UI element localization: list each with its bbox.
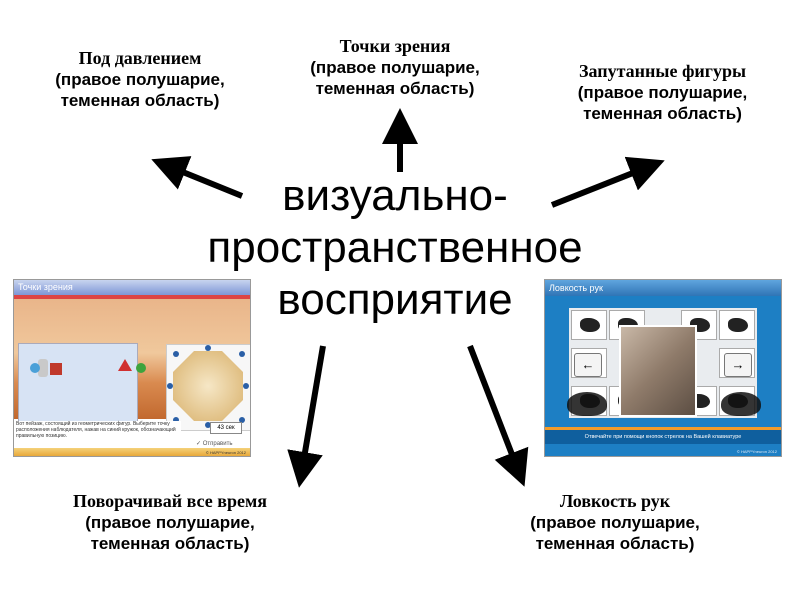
cube-shape [50,363,62,375]
submit-button-label: Отправить [202,441,233,447]
arrow-to-bottom-left [287,345,326,488]
viewpoint-dot[interactable] [167,383,173,389]
hand-photo [619,325,697,417]
viewpoint-dot[interactable] [205,422,211,428]
screenshot-left-caption: Вот пейзаж, состоящий из геометрических … [16,421,181,445]
viewpoint-selector-panel [166,344,250,431]
preview-box [18,343,138,431]
central-concept-line2: пространственное [207,222,583,272]
arrow-to-top-right [550,156,665,208]
sphere-shape [30,363,40,373]
label-bottom-right-line2: (правое полушарие, [530,512,700,532]
screenshot-right-accent-bar [545,427,781,430]
hand-option-cell[interactable] [571,310,607,340]
hand-option-cell[interactable] [719,310,755,340]
label-bottom-left-line2: (правое полушарие, [85,512,255,532]
central-concept-line3: восприятие [277,274,513,324]
arrow-to-top-left [151,156,244,199]
label-top-left-title: Под давлением [78,48,202,68]
label-top-right: Запутанные фигуры (правое полушарие, тем… [540,61,785,124]
label-top-right-line3: теменная область) [583,103,742,123]
label-top-center-line2: (правое полушарие, [310,57,480,77]
screenshot-right-copyright: © HAPPYneuron 2012 [736,449,777,454]
submit-button[interactable]: ✓ Отправить [196,441,233,447]
label-top-center: Точки зрения (правое полушарие, теменная… [270,36,520,99]
viewpoint-dot[interactable] [173,417,179,423]
label-top-left-line3: теменная область) [60,90,220,110]
viewpoint-dot[interactable] [205,345,211,351]
screenshot-viewpoints-game: Точки зрения Вот пейзаж, состоящий из ге… [14,280,250,456]
hand-icon [728,318,748,332]
central-concept: визуально- пространственное восприятие [160,170,630,326]
timer-display: 43 сек [210,422,242,434]
left-arrow-key[interactable]: ← [574,353,602,377]
label-top-center-line3: теменная область) [315,78,475,98]
hand-icon [580,318,600,332]
label-top-left-line2: (правое полушарие, [55,69,225,89]
viewpoint-dot[interactable] [239,351,245,357]
pyramid-shape [118,359,132,371]
viewpoint-dot[interactable] [173,351,179,357]
open-hands-left [567,392,607,416]
label-top-right-line2: (правое полушарие, [577,82,748,102]
viewpoint-map [173,351,243,421]
arrow-to-bottom-right [467,344,529,487]
viewpoint-dot[interactable] [243,383,249,389]
label-bottom-left-line3: теменная область) [90,533,250,553]
label-bottom-left-title: Поворачивай все время [73,491,267,511]
label-bottom-right-title: Ловкость рук [559,491,671,511]
label-top-center-title: Точки зрения [339,36,451,56]
label-bottom-left: Поворачивай все время (правое полушарие,… [40,491,300,554]
screenshot-right-instruction: Отвечайте при помощи кнопок стрелок на В… [545,430,781,444]
screenshot-left-copyright: © HAPPYneuron 2012 [205,450,246,455]
screenshot-dexterity-game: Ловкость рук ← → Отвечайте при помощи кн… [545,280,781,456]
label-bottom-right-line3: теменная область) [535,533,695,553]
screenshot-left-header: Точки зрения [14,280,250,295]
label-bottom-right: Ловкость рук (правое полушарие, теменная… [495,491,735,554]
central-concept-line1: визуально- [282,171,508,220]
screenshot-right-header: Ловкость рук [545,280,781,296]
open-hands-right [721,392,761,416]
right-arrow-key[interactable]: → [724,353,752,377]
label-top-left: Под давлением (правое полушарие, теменна… [20,48,260,111]
cylinder-shape [38,359,48,377]
desert-landscape-image [14,299,250,431]
screenshot-left-header-stripe [14,295,250,299]
screenshot-left-footer-bar [14,448,250,456]
tree-shape [136,363,146,373]
viewpoint-dot[interactable] [239,417,245,423]
label-top-right-title: Запутанные фигуры [578,61,747,81]
